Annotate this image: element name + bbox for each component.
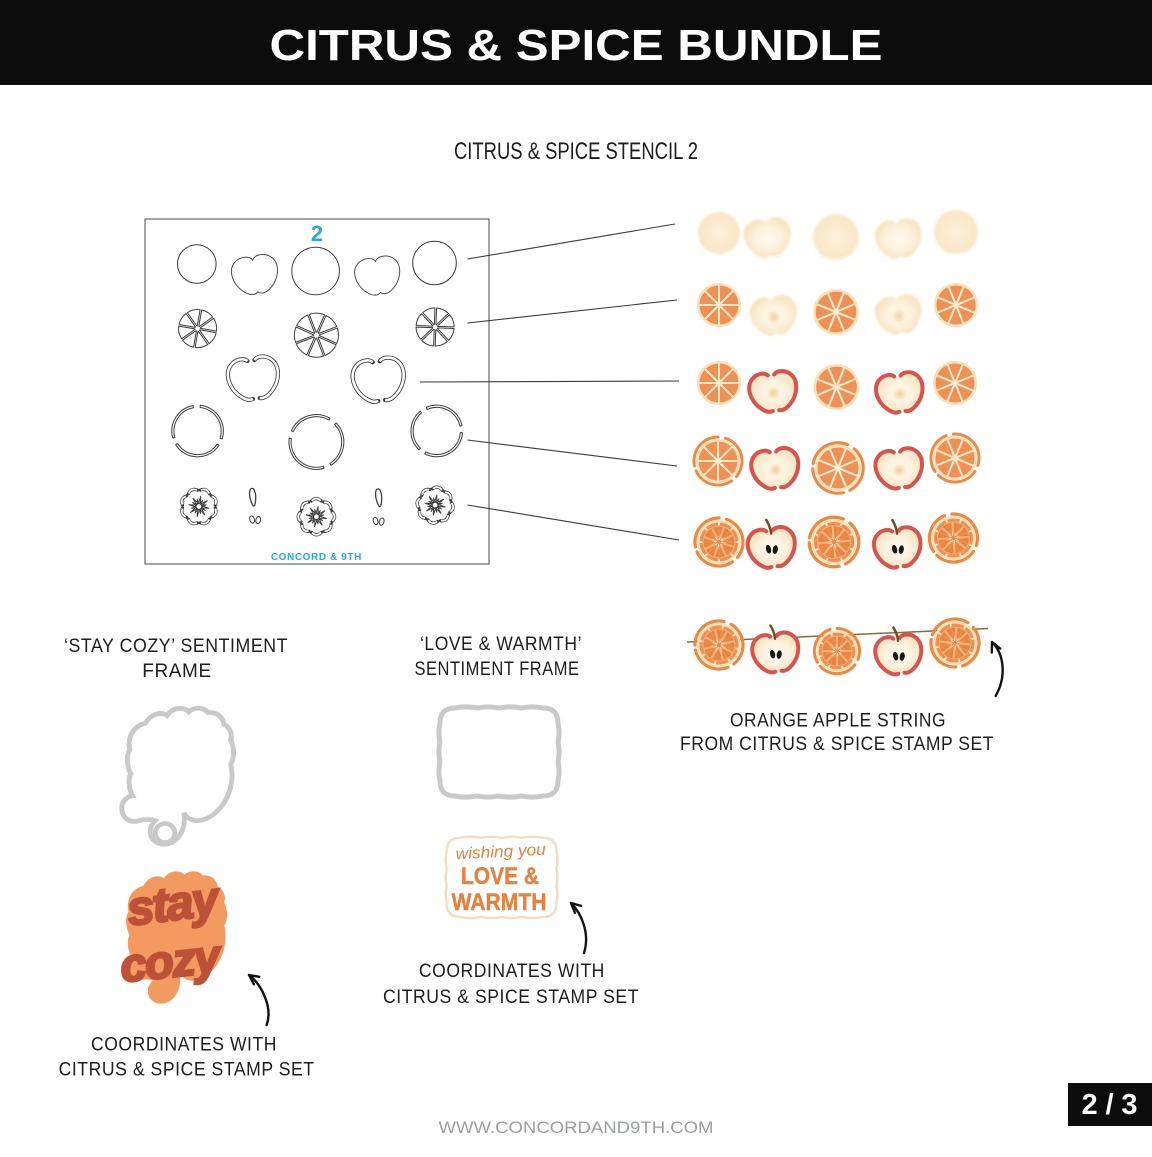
svg-text:2: 2: [311, 221, 323, 246]
svg-text:LOVE &: LOVE &: [461, 863, 539, 890]
svg-text:‘STAY COZY’ SENTIMENT: ‘STAY COZY’ SENTIMENT: [64, 636, 288, 657]
svg-text:COORDINATES WITH: COORDINATES WITH: [419, 961, 605, 982]
svg-text:CITRUS & SPICE STENCIL 2: CITRUS & SPICE STENCIL 2: [454, 138, 698, 165]
svg-text:SENTIMENT FRAME: SENTIMENT FRAME: [415, 659, 580, 680]
svg-text:2 / 3: 2 / 3: [1082, 1089, 1139, 1121]
svg-text:ORANGE APPLE STRING: ORANGE APPLE STRING: [730, 711, 946, 732]
svg-text:CITRUS & SPICE STAMP SET: CITRUS & SPICE STAMP SET: [59, 1060, 315, 1081]
svg-text:COORDINATES WITH: COORDINATES WITH: [91, 1035, 277, 1056]
svg-text:FRAME: FRAME: [142, 661, 212, 682]
svg-text:stay: stay: [124, 872, 224, 936]
svg-text:CITRUS & SPICE BUNDLE: CITRUS & SPICE BUNDLE: [270, 21, 883, 70]
svg-text:wishing you: wishing you: [455, 841, 546, 864]
svg-text:WWW.CONCORDAND9TH.COM: WWW.CONCORDAND9TH.COM: [439, 1118, 714, 1137]
svg-text:CITRUS & SPICE STAMP SET: CITRUS & SPICE STAMP SET: [383, 987, 639, 1008]
svg-text:‘LOVE & WARMTH’: ‘LOVE & WARMTH’: [420, 634, 582, 655]
svg-text:cozy: cozy: [118, 929, 226, 992]
svg-text:FROM CITRUS & SPICE STAMP SET: FROM CITRUS & SPICE STAMP SET: [680, 734, 994, 755]
svg-text:CONCORD & 9TH: CONCORD & 9TH: [271, 552, 362, 563]
svg-text:WARMTH: WARMTH: [452, 889, 547, 916]
